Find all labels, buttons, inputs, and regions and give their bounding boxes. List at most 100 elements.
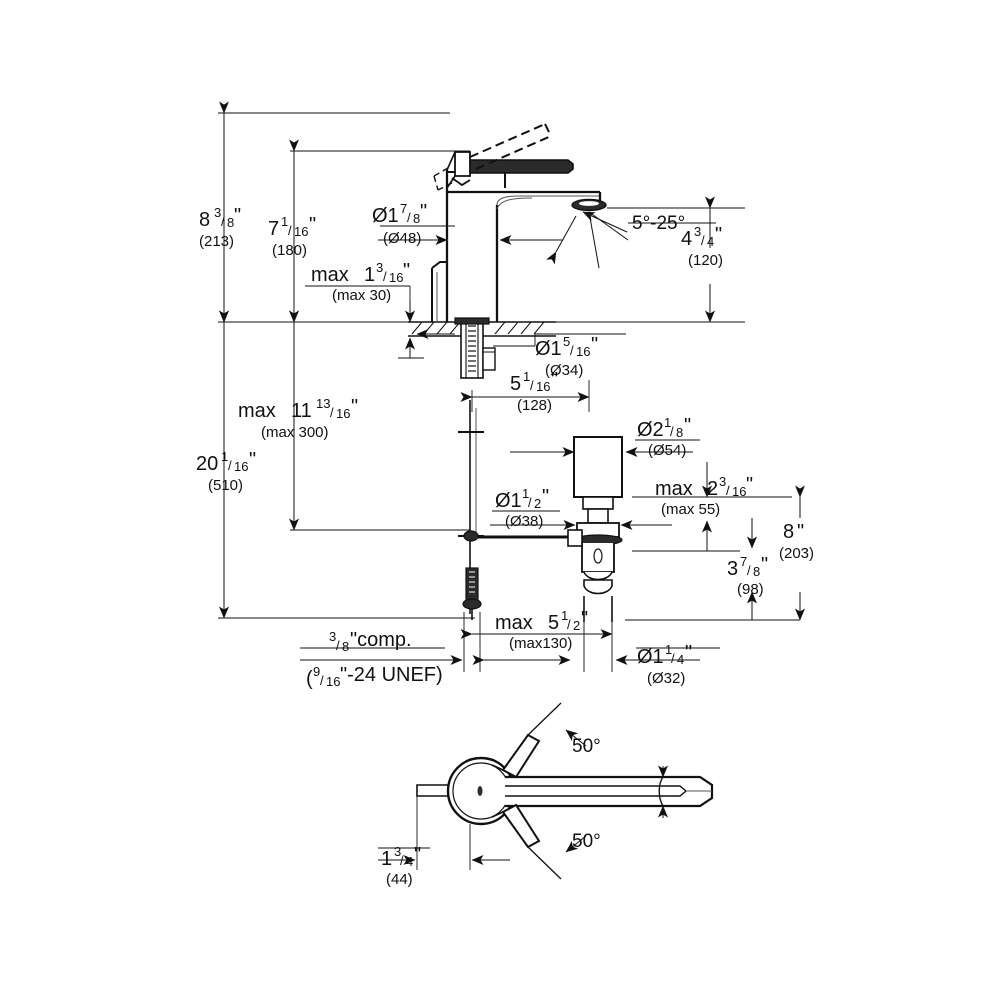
label-reach-5-1-16: 5 1 / 16 " (128) bbox=[510, 369, 558, 414]
plan-lever-lower-ext bbox=[527, 846, 562, 880]
spout-inner-line bbox=[496, 195, 600, 206]
dia-2-1-8-slash: / bbox=[670, 424, 674, 439]
hub-rotation-dashed bbox=[433, 167, 453, 191]
height-8-3-8-unit: " bbox=[234, 205, 241, 227]
dia-1-5-16-unit: " bbox=[591, 334, 598, 356]
max-11-13-16-whole: 11 bbox=[291, 400, 312, 422]
max-5-1-2-num: 1 bbox=[561, 608, 568, 623]
dia-1-5-16-den: 16 bbox=[576, 344, 590, 359]
dia-1-5-16-metric: (Ø34) bbox=[545, 362, 583, 379]
max-11-13-16-prefix: max bbox=[238, 400, 276, 422]
max-2-3-16-prefix: max bbox=[655, 478, 693, 500]
dia-1-1-2-slash: / bbox=[528, 495, 532, 510]
height-3-7-8-unit: " bbox=[761, 554, 768, 576]
label-height-3-7-8: 3 7 / 8 " (98) bbox=[727, 554, 768, 598]
label-dia-2-1-8: Ø2 1 / 8 " (Ø54) bbox=[637, 415, 691, 459]
leader-angle-lower bbox=[565, 835, 587, 853]
spray-cone-a bbox=[588, 211, 600, 269]
dia-1-5-16-num: 5 bbox=[563, 334, 570, 349]
plan-lever-lower-hub bbox=[491, 811, 504, 818]
dia-1-1-4-metric: (Ø32) bbox=[647, 670, 685, 687]
dia-1-1-4-slash: / bbox=[671, 651, 675, 666]
max-5-1-2-den: 2 bbox=[573, 618, 580, 633]
plan-1-3-4-whole: 1 bbox=[381, 848, 392, 870]
height-8-in-unit: " bbox=[797, 521, 804, 543]
label-max-5-1-2: max 5 1 / 2 " (max130) bbox=[495, 608, 588, 652]
dia-1-7-8-den: 8 bbox=[413, 211, 420, 226]
dimension-lines-elevation bbox=[218, 101, 805, 672]
dia-1-1-4-num: 1 bbox=[665, 642, 672, 657]
label-height-20-1-16: 20 1 / 16 " (510) bbox=[196, 449, 256, 494]
max-2-3-16-unit: " bbox=[746, 474, 753, 496]
height-8-3-8-den: 8 bbox=[227, 215, 234, 230]
supply-line2-text: "-24 UNEF) bbox=[340, 664, 443, 686]
max-2-3-16-whole: 2 bbox=[707, 478, 718, 500]
max-11-13-16-den: 16 bbox=[336, 406, 350, 421]
label-dia-1-7-8: Ø1 7 / 8 " (Ø48) bbox=[372, 201, 427, 247]
height-8-3-8-metric: (213) bbox=[199, 233, 234, 250]
height-3-7-8-slash: / bbox=[747, 563, 751, 578]
leader-spray-angle-b bbox=[546, 215, 577, 265]
plan-lever-upper-ext bbox=[527, 702, 562, 736]
label-max-11-13-16: max 11 13 / 16 " (max 300) bbox=[238, 396, 358, 441]
lever-raised-dashed bbox=[469, 123, 552, 170]
plan-view-dimensions bbox=[378, 729, 668, 870]
reach-5-1-16-slash: / bbox=[530, 378, 534, 393]
height-8-in-whole: 8 bbox=[783, 521, 794, 543]
dia-1-7-8-metric: (Ø48) bbox=[383, 230, 421, 247]
dia-1-1-2-metric: (Ø38) bbox=[505, 513, 543, 530]
dia-1-7-8-whole: Ø1 bbox=[372, 205, 399, 227]
plan-1-3-4-metric: (44) bbox=[386, 871, 413, 888]
max-1-3-16-slash: / bbox=[383, 269, 387, 284]
dia-2-1-8-whole: Ø2 bbox=[637, 419, 664, 441]
reach-5-1-16-num: 1 bbox=[523, 369, 530, 384]
supply-line2-slash: / bbox=[320, 673, 324, 688]
lift-rod-knob bbox=[431, 261, 447, 269]
max-1-3-16-metric: (max 30) bbox=[332, 287, 391, 304]
supply-line2-open: ( bbox=[306, 668, 313, 690]
max-5-1-2-metric: (max130) bbox=[509, 635, 572, 652]
dia-1-7-8-slash: / bbox=[407, 210, 411, 225]
dia-1-1-2-whole: Ø1 bbox=[495, 490, 522, 512]
plan-lever-lower bbox=[501, 803, 541, 849]
height-20-1-16-whole: 20 bbox=[196, 453, 218, 475]
supply-line2-den: 16 bbox=[326, 674, 340, 689]
aerator-highlight bbox=[579, 201, 599, 206]
max-11-13-16-num: 13 bbox=[316, 396, 330, 411]
hub-bottom-detail bbox=[451, 177, 471, 187]
dia-1-1-4-whole: Ø1 bbox=[637, 646, 664, 668]
spout-under-curve bbox=[496, 197, 533, 210]
dia-2-1-8-num: 1 bbox=[664, 415, 671, 430]
label-height-4-3-4: 4 3 / 4 " (120) bbox=[681, 224, 723, 269]
hub-upper-edge bbox=[446, 151, 456, 171]
height-3-7-8-den: 8 bbox=[753, 564, 760, 579]
max-2-3-16-metric: (max 55) bbox=[661, 501, 720, 518]
height-7-1-16-den: 16 bbox=[294, 224, 308, 239]
height-20-1-16-slash: / bbox=[228, 458, 232, 473]
dia-1-1-2-num: 1 bbox=[522, 486, 529, 501]
max-1-3-16-num: 3 bbox=[376, 260, 383, 275]
plan-1-3-4-slash: / bbox=[400, 853, 404, 868]
dia-1-5-16-slash: / bbox=[570, 343, 574, 358]
max-2-3-16-den: 16 bbox=[732, 484, 746, 499]
supply-line2-num: 9 bbox=[313, 664, 320, 679]
max-11-13-16-unit: " bbox=[351, 396, 358, 418]
height-8-3-8-num: 3 bbox=[214, 205, 221, 220]
max-1-3-16-prefix: max bbox=[311, 264, 349, 286]
label-height-8-in: 8 " (203) bbox=[779, 521, 814, 562]
max-5-1-2-unit: " bbox=[581, 608, 588, 630]
height-7-1-16-metric: (180) bbox=[272, 242, 307, 259]
dia-2-1-8-unit: " bbox=[684, 415, 691, 437]
height-7-1-16-num: 1 bbox=[281, 214, 288, 229]
max-5-1-2-slash: / bbox=[567, 617, 571, 632]
height-4-3-4-num: 3 bbox=[694, 224, 701, 239]
supply-line1-text: "comp. bbox=[350, 629, 412, 651]
dia-1-1-2-den: 2 bbox=[534, 496, 541, 511]
height-8-3-8-whole: 8 bbox=[199, 209, 210, 231]
reach-5-1-16-unit: " bbox=[551, 369, 558, 391]
max-1-3-16-whole: 1 bbox=[364, 264, 375, 286]
leader-spray-angle-a bbox=[582, 211, 628, 233]
dia-1-5-16-whole: Ø1 bbox=[535, 338, 562, 360]
height-4-3-4-slash: / bbox=[701, 233, 705, 248]
